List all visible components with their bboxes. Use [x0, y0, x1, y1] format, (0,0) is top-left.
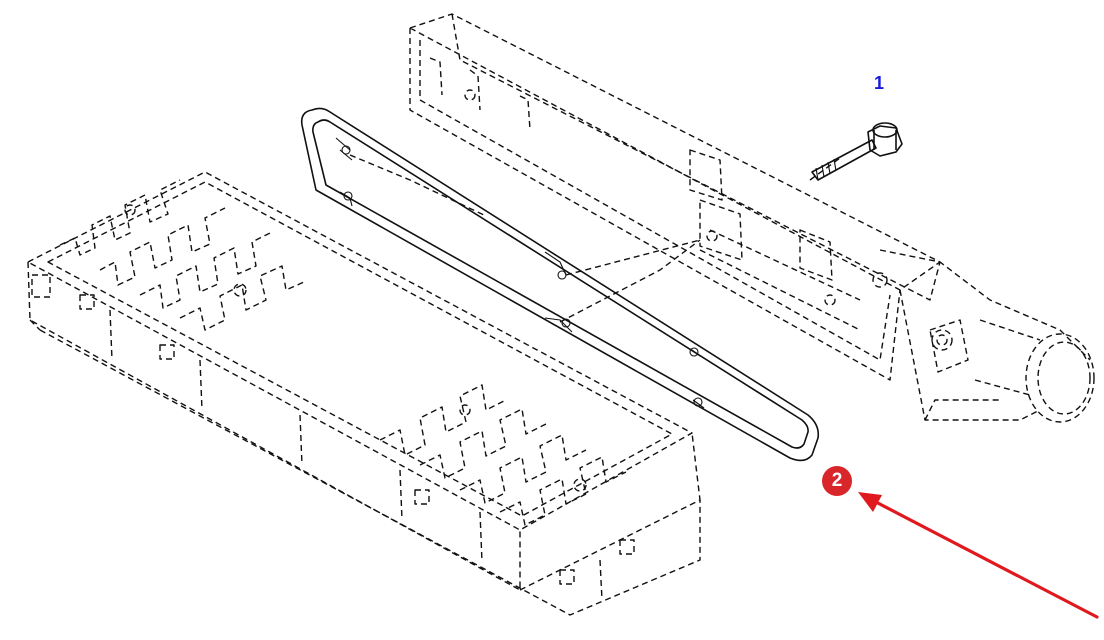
pointer-arrow [858, 492, 1099, 619]
rocker-cover-gasket [300, 107, 820, 462]
cylinder-head [27, 171, 701, 616]
rocker-cover [409, 13, 1095, 423]
part-1-callout: 1 [874, 73, 885, 93]
marker-2-badge: 2 [822, 466, 852, 496]
alignment-lines [349, 154, 841, 323]
bolt [811, 122, 903, 181]
